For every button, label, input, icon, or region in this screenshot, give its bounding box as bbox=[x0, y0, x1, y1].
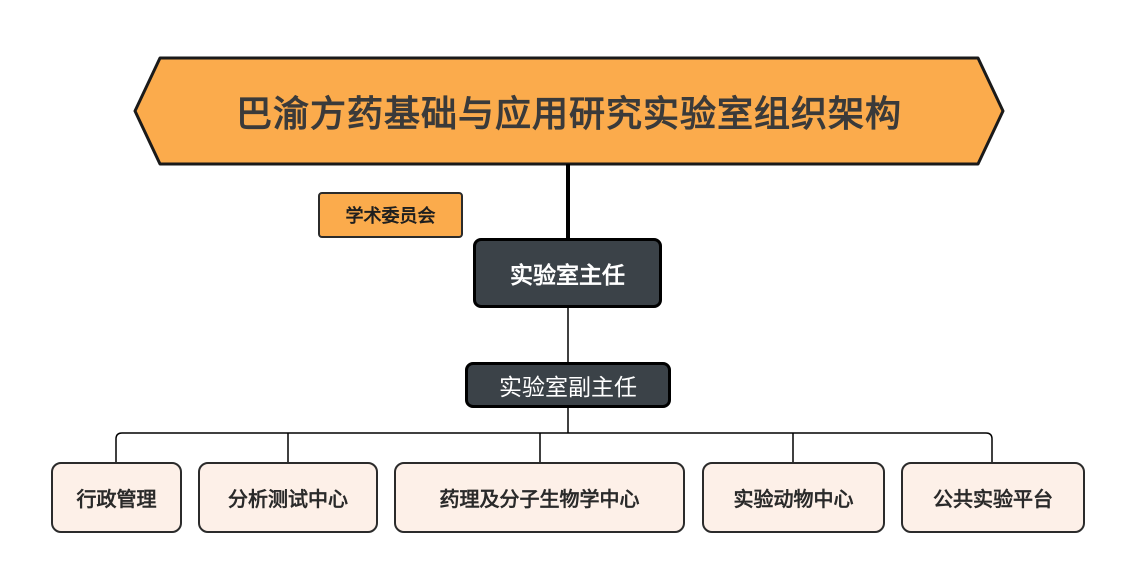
title-banner bbox=[133, 56, 1005, 166]
department-node-pharmacology-molecular-biology: 药理及分子生物学中心 bbox=[394, 462, 685, 533]
chart-title: 巴渝方药基础与应用研究实验室组织架构 bbox=[235, 94, 902, 135]
department-node-public-platform: 公共实验平台 bbox=[901, 462, 1085, 533]
department-label: 公共实验平台 bbox=[933, 487, 1053, 511]
department-label: 药理及分子生物学中心 bbox=[439, 487, 640, 511]
department-bus-line bbox=[115, 432, 993, 462]
department-label: 行政管理 bbox=[76, 487, 157, 511]
deputy-director-node: 实验室副主任 bbox=[465, 362, 671, 408]
academic-committee-node: 学术委员会 bbox=[318, 192, 463, 238]
academic-committee-label: 学术委员会 bbox=[345, 206, 436, 227]
department-node-administration: 行政管理 bbox=[51, 462, 182, 533]
department-node-analysis-testing: 分析测试中心 bbox=[198, 462, 378, 533]
department-node-laboratory-animal: 实验动物中心 bbox=[702, 462, 885, 533]
department-label: 分析测试中心 bbox=[228, 487, 348, 511]
deputy-director-label: 实验室副主任 bbox=[499, 375, 637, 401]
director-node: 实验室主任 bbox=[473, 238, 662, 308]
department-label: 实验动物中心 bbox=[733, 487, 854, 511]
director-label: 实验室主任 bbox=[510, 263, 625, 289]
